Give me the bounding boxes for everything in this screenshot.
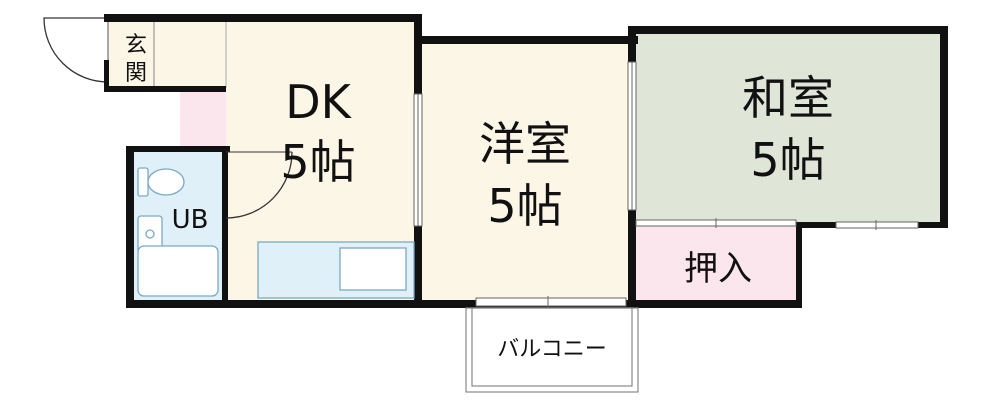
kitchen-counter-icon [257, 241, 415, 299]
entrance-door-swing [43, 17, 109, 83]
washitsu-name-label: 和室 [742, 71, 834, 125]
oshiire-floor [636, 226, 800, 304]
yoshitsu-name-label: 洋室 [479, 117, 571, 171]
oshiire-label: 押入 [684, 249, 752, 289]
ub-label: UB [172, 205, 209, 235]
ub-door-swing [225, 151, 293, 219]
washitsu-floor [632, 30, 944, 222]
balcony-sliding-door [475, 296, 627, 308]
yoshitsu-size-label: 5帖 [487, 179, 562, 233]
bathtub-icon [137, 245, 219, 297]
genkan-label-top: 玄 [125, 33, 147, 58]
washitsu-size-label: 5帖 [750, 133, 825, 187]
toilet-icon [137, 167, 185, 197]
sink-icon [137, 215, 163, 253]
dk-size-label: 5帖 [280, 135, 355, 189]
balcony-outline [465, 307, 639, 393]
walls [104, 14, 948, 308]
yoshitsu-floor [418, 40, 632, 304]
balcony-label: バルコニー [497, 337, 607, 362]
dk-name-label: DK [285, 75, 352, 129]
genkan-floor [108, 18, 226, 88]
hall-floor [180, 88, 226, 152]
sliding-doors [413, 61, 919, 230]
genkan-label-bottom: 関 [125, 61, 147, 86]
